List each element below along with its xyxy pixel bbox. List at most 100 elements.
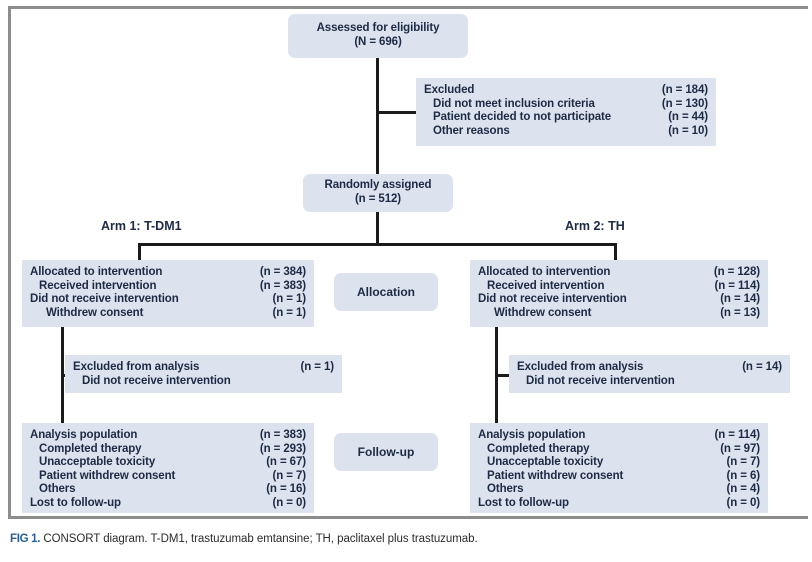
diagram-row-label: Withdrew consent [494, 306, 592, 319]
arm2-allocation-rows: Allocated to intervention (n = 128) Receiv… [470, 260, 768, 327]
figure-caption: FIG 1. CONSORT diagram. T-DM1, trastuzum… [10, 533, 800, 545]
diagram-row: Did not receive intervention(n = 14) [478, 293, 760, 307]
diagram-row-count: (n = 13) [720, 306, 760, 319]
arm1-excluded-analysis-rows: Excluded from analysis (n = 1) Did not rec… [65, 355, 342, 393]
node-arm2-allocation: Allocated to intervention (n = 128) Receiv… [470, 260, 768, 327]
diagram-row-count: (n = 114) [714, 429, 761, 441]
diagram-row-label: Allocated to intervention [30, 266, 163, 278]
diagram-row: Analysis population(n = 114) [478, 429, 760, 443]
diagram-row-label: Other reasons [433, 124, 510, 137]
diagram-row-label: Allocated to intervention [478, 266, 611, 278]
diagram-row: Excluded (n = 184) [424, 84, 708, 98]
diagram-row-count: (n = 6) [726, 469, 761, 482]
diagram-row: Did not receive intervention [73, 375, 334, 389]
diagram-row-label: Patient decided to not participate [433, 111, 612, 124]
diagram-row-label: Others [39, 483, 76, 496]
diagram-row-label: Withdrew consent [46, 306, 144, 319]
diagram-row: Allocated to intervention (n = 384) [30, 266, 306, 280]
diagram-row-count: (n = 383) [259, 279, 306, 292]
arm1-label: Arm 1: T-DM1 [101, 219, 182, 233]
diagram-row-label: Patient withdrew consent [39, 469, 176, 482]
diagram-row-count: (n = 184) [661, 84, 708, 96]
stage-label-allocation: Allocation [334, 273, 438, 311]
assessed-title: Assessed for eligibility [316, 22, 440, 35]
diagram-row-count: (n = 1) [300, 361, 335, 373]
excluded-rows: Excluded (n = 184) Did not meet inclusion … [416, 78, 716, 146]
connector-split-to-arm1 [138, 243, 141, 260]
diagram-row: Did not meet inclusion criteria (n = 130) [424, 98, 708, 112]
figure-caption-tag: FIG 1. [10, 533, 41, 545]
diagram-row-label: Analysis population [30, 429, 138, 441]
node-randomly-assigned: Randomly assigned (n = 512) [303, 174, 453, 212]
node-assessed-for-eligibility: Assessed for eligibility (N = 696) [288, 14, 468, 58]
node-excluded: Excluded (n = 184) Did not meet inclusion … [416, 78, 716, 146]
randomized-title: Randomly assigned [324, 179, 432, 192]
randomized-count: (n = 512) [354, 193, 402, 205]
diagram-row-count: (n = 97) [720, 442, 760, 455]
diagram-row-label: Did not receive intervention [478, 293, 627, 306]
diagram-row-label: Did not meet inclusion criteria [433, 97, 595, 110]
diagram-row-count: (n = 7) [726, 456, 761, 469]
diagram-row-label: Did not receive intervention [30, 293, 179, 306]
connector-randomization-split-bar [138, 243, 617, 246]
node-arm2-followup: Analysis population(n = 114)Completed th… [470, 423, 768, 513]
diagram-row-count: (n = 16) [266, 483, 306, 496]
connector-randomized-stem [376, 212, 379, 245]
diagram-row: Received intervention (n = 114) [478, 280, 760, 294]
diagram-row: Completed therapy(n = 293) [30, 443, 306, 457]
figure-frame-bottom-rule [8, 516, 808, 519]
diagram-row-count: (n = 128) [713, 266, 760, 278]
diagram-row-count: (n = 384) [259, 266, 306, 278]
diagram-row: Did not receive intervention [517, 375, 782, 389]
diagram-row-count: (n = 0) [726, 496, 761, 509]
diagram-row: Unacceptable toxicity(n = 67) [30, 456, 306, 470]
diagram-row-label: Excluded [424, 84, 475, 96]
diagram-row: Other reasons (n = 10) [424, 125, 708, 139]
diagram-row-count: (n = 383) [259, 429, 306, 441]
diagram-row: Withdrew consent (n = 13) [478, 307, 760, 321]
diagram-row-label: Others [487, 483, 524, 496]
diagram-row-label: Received intervention [487, 279, 605, 292]
diagram-row-label: Unacceptable toxicity [39, 456, 156, 469]
diagram-row-label: Completed therapy [487, 442, 590, 455]
diagram-row-count: (n = 4) [726, 483, 761, 496]
arm2-label: Arm 2: TH [565, 219, 625, 233]
diagram-row: Completed therapy (n = 97) [478, 443, 760, 457]
diagram-row: Patient withdrew consent(n = 7) [30, 470, 306, 484]
node-arm1-allocation: Allocated to intervention (n = 384) Receiv… [22, 260, 314, 327]
diagram-row-label: Received intervention [39, 279, 157, 292]
diagram-row: Lost to follow-up(n = 0) [30, 497, 306, 511]
diagram-row: Excluded from analysis (n = 1) [73, 361, 334, 375]
diagram-row: Withdrew consent (n = 1) [30, 307, 306, 321]
diagram-row-label: Did not receive intervention [526, 374, 675, 387]
figure-frame-left-rule [8, 6, 11, 519]
diagram-row: Others (n = 16) [30, 483, 306, 497]
diagram-row: Did not receive intervention(n = 1) [30, 293, 306, 307]
diagram-row-label: Lost to follow-up [478, 496, 569, 509]
stage-label-followup: Follow-up [334, 433, 438, 471]
diagram-row: Excluded from analysis(n = 14) [517, 361, 782, 375]
arm2-followup-rows: Analysis population(n = 114)Completed th… [470, 423, 768, 513]
connector-split-to-arm2 [614, 243, 617, 260]
diagram-row-count: (n = 293) [259, 442, 306, 455]
assessed-count: (N = 696) [354, 36, 402, 48]
connector-to-excluded-box [376, 111, 416, 114]
node-arm1-excluded-from-analysis: Excluded from analysis (n = 1) Did not rec… [65, 355, 342, 393]
diagram-row: Unacceptable toxicity (n = 7) [478, 456, 760, 470]
diagram-row-count: (n = 1) [272, 306, 307, 319]
diagram-row: Analysis population (n = 383) [30, 429, 306, 443]
diagram-row: Patient decided to not participate (n = 4… [424, 111, 708, 125]
diagram-row-count: (n = 44) [668, 111, 708, 124]
diagram-row-label: Unacceptable toxicity [487, 456, 604, 469]
diagram-row-count: (n = 10) [668, 124, 708, 137]
node-arm2-excluded-from-analysis: Excluded from analysis(n = 14)Did not re… [509, 355, 790, 393]
diagram-row-count: (n = 130) [661, 97, 708, 110]
diagram-row-label: Lost to follow-up [30, 496, 121, 509]
arm1-allocation-rows: Allocated to intervention (n = 384) Receiv… [22, 260, 314, 327]
diagram-row-label: Excluded from analysis [517, 361, 644, 373]
arm2-excluded-analysis-rows: Excluded from analysis(n = 14)Did not re… [509, 355, 790, 393]
diagram-row: Others (n = 4) [478, 483, 760, 497]
diagram-row-label: Excluded from analysis [73, 361, 200, 373]
diagram-row-count: (n = 114) [714, 279, 761, 292]
